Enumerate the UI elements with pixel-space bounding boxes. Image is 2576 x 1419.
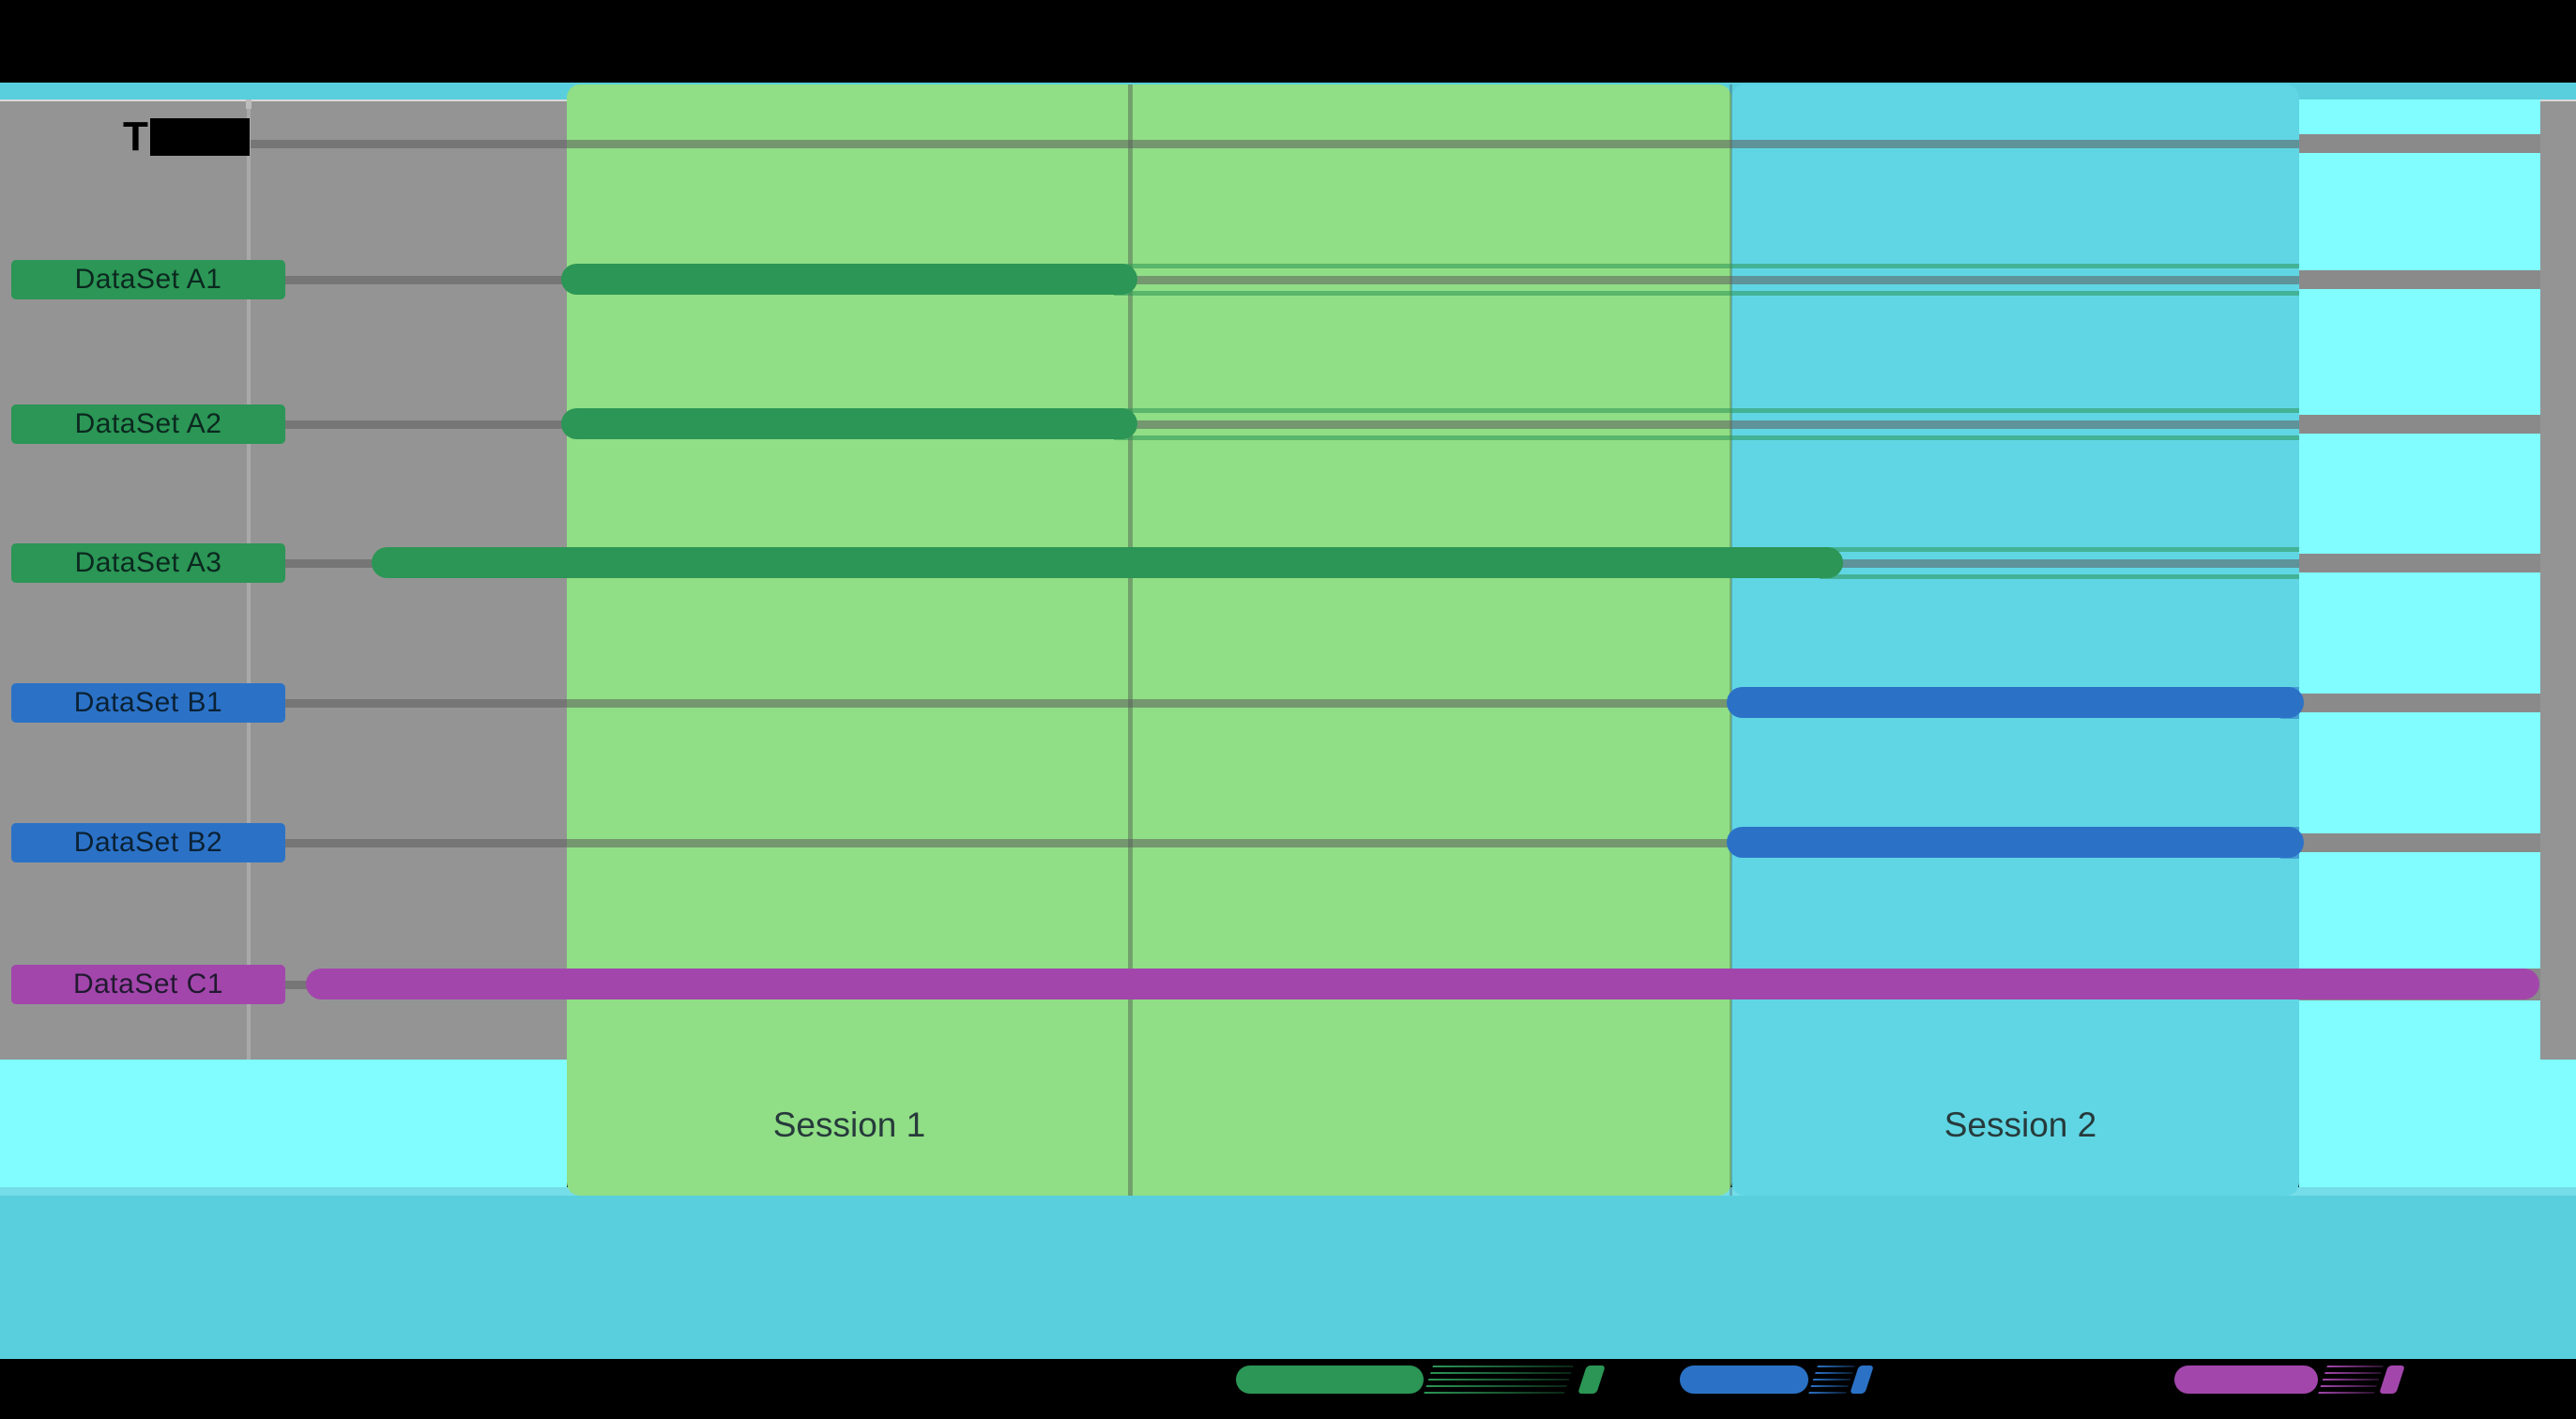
task-track [1114, 264, 2540, 296]
session-span-2 [1731, 84, 2299, 1196]
session-label: Session 1 [772, 1106, 926, 1144]
bottom-aqua-right [2540, 1060, 2576, 1187]
grid-line [251, 839, 2540, 847]
bottom-cyan-band [0, 1196, 2576, 1359]
pale-cell [2299, 289, 2540, 415]
legend-slash [1578, 1366, 1606, 1394]
task-track [1820, 547, 2540, 579]
hairline-right [2540, 99, 2576, 102]
row-label-text: DataSet C1 [72, 969, 224, 999]
pale-cell [2299, 99, 2540, 134]
gantt-bar-dataset-a3[interactable] [372, 547, 1843, 578]
row-label-pill: DataSet C1 [11, 965, 285, 1004]
row-label-text: DataSet B1 [73, 687, 223, 718]
legend-item[interactable] [1680, 1366, 1898, 1394]
session-mid-split-line [1128, 84, 1133, 1196]
gantt-bar-dataset-a1[interactable] [561, 264, 1137, 295]
task-track [1114, 408, 2540, 440]
legend-swatch-pill [1680, 1366, 1808, 1394]
hairline-left [0, 99, 567, 102]
right-gray-column [2540, 101, 2576, 1060]
legend-swatch-pill [2174, 1366, 2318, 1394]
time-axis-label-text: T [123, 114, 148, 160]
row-label-pill: DataSet A3 [11, 543, 285, 583]
pale-cell [2299, 153, 2540, 270]
row-label-text: DataSet A1 [74, 264, 222, 295]
grid-line [251, 420, 2540, 429]
row-label-pill: DataSet A2 [11, 404, 285, 444]
grid-line [251, 276, 2540, 284]
session-label: Session 2 [1943, 1106, 2097, 1144]
pale-cell [2299, 712, 2540, 833]
gantt-bar-dataset-a2[interactable] [561, 408, 1137, 439]
legend-streaks [1808, 1366, 1855, 1394]
legend-item[interactable] [2174, 1366, 2429, 1394]
row-label-pill: DataSet A1 [11, 260, 285, 299]
pale-cell [2299, 434, 2540, 554]
time-label-redaction-box [149, 118, 250, 156]
pale-cell [2299, 852, 2540, 969]
axis-tick [246, 99, 252, 109]
row-label-pill: DataSet B2 [11, 823, 285, 862]
gantt-bar-dataset-b1[interactable] [1727, 687, 2304, 718]
legend-item[interactable] [1236, 1366, 1629, 1394]
bottom-aqua-left [0, 1060, 567, 1187]
row-label-text: DataSet A3 [74, 547, 222, 578]
legend-streaks [1424, 1366, 1574, 1394]
session-span-1 [567, 84, 1731, 1196]
row-label-text: DataSet A2 [74, 408, 222, 439]
legend-streaks [2318, 1366, 2384, 1394]
row-label-pill: DataSet B1 [11, 683, 285, 723]
legend-swatch-pill [1236, 1366, 1424, 1394]
session-boundary-seam [1730, 84, 1732, 1196]
grid-line [251, 699, 2540, 708]
pale-cell [2299, 1000, 2540, 1187]
pale-cell [2299, 572, 2540, 694]
grid-line [251, 140, 2540, 148]
time-axis-label: T [123, 114, 250, 160]
gantt-bar-dataset-c1[interactable] [306, 969, 2539, 999]
row-label-text: DataSet B2 [73, 827, 223, 858]
gantt-bar-dataset-b2[interactable] [1727, 827, 2304, 858]
legend-slash [2379, 1366, 2405, 1394]
